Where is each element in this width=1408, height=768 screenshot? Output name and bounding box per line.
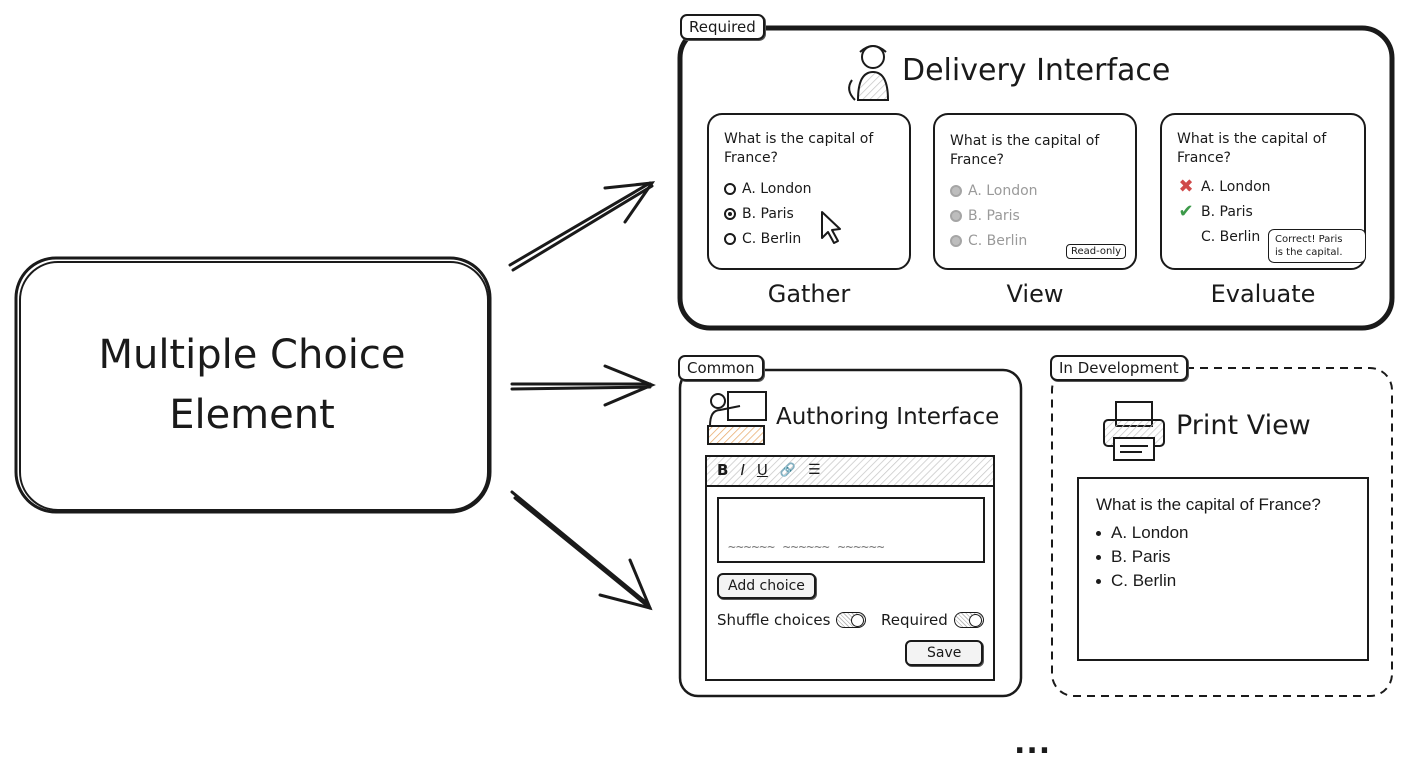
evaluate-card: What is the capital of France? ✖A. Londo…: [1177, 130, 1357, 249]
required-label: Required: [881, 611, 948, 629]
radio-disabled-icon: [950, 209, 962, 222]
arrow-to-delivery: [508, 181, 656, 272]
link-icon[interactable]: 🔗: [779, 462, 797, 478]
shuffle-label: Shuffle choices: [717, 611, 831, 629]
main-element-title: Multiple Choice Element: [32, 325, 472, 445]
required-tag: Required: [680, 14, 765, 40]
print-question: What is the capital of France?: [1096, 495, 1321, 514]
printer-icon: [1103, 401, 1165, 461]
save-button[interactable]: Save: [905, 640, 984, 666]
shuffle-toggle[interactable]: [836, 612, 867, 628]
cursor-icon: [821, 211, 841, 244]
view-option-c: C. Berlin: [950, 228, 1125, 253]
gather-question: What is the capital of France?: [724, 131, 874, 166]
required-toggle[interactable]: [953, 612, 984, 628]
main-element-box: [14, 256, 492, 514]
main-element-line1: Multiple Choice: [98, 332, 406, 378]
editor-textarea: [717, 497, 985, 563]
print-content: What is the capital of France? A. London…: [1096, 495, 1321, 593]
radio-icon[interactable]: [724, 182, 736, 195]
read-only-badge: Read-only: [1066, 244, 1127, 259]
print-box: [1051, 367, 1393, 697]
list-icon[interactable]: ☰: [808, 462, 821, 478]
more-ellipsis: ...: [1014, 726, 1052, 761]
radio-icon[interactable]: [724, 232, 736, 245]
print-option-a: A. London: [1096, 521, 1321, 545]
editor-toolbar-bg: [705, 455, 995, 487]
common-tag: Common: [678, 355, 764, 381]
arrow-to-authoring: [510, 364, 656, 407]
authoring-title: Authoring Interface: [776, 404, 1000, 430]
bullet-icon: [1096, 554, 1101, 560]
print-paper: [1077, 477, 1369, 661]
evaluate-option-b: ✔B. Paris: [1178, 201, 1253, 222]
feedback-bubble: Correct! Paris is the capital.: [1268, 229, 1366, 263]
add-choice-button[interactable]: Add choice: [717, 573, 816, 599]
shuffle-choices-row: Shuffle choices: [717, 611, 867, 629]
arrow-to-print: [510, 490, 653, 611]
gather-caption: Gather: [767, 280, 851, 308]
delivery-box: [677, 25, 1395, 331]
print-option-b: B. Paris: [1096, 545, 1321, 569]
radio-selected-icon[interactable]: [724, 207, 736, 220]
gather-option-b[interactable]: B. Paris: [724, 201, 899, 226]
view-caption: View: [1006, 280, 1064, 308]
cross-icon: ✖: [1178, 176, 1194, 197]
in-development-tag: In Development: [1050, 355, 1188, 381]
evaluate-option-a: ✖A. London: [1178, 176, 1271, 197]
bullet-icon: [1096, 530, 1101, 536]
checkmark-icon: ✔: [1178, 201, 1194, 222]
view-option-b: B. Paris: [950, 203, 1125, 228]
view-option-a: A. London: [950, 178, 1125, 203]
teacher-icon: [707, 391, 767, 445]
delivery-title: Delivery Interface: [902, 53, 1171, 88]
view-card: What is the capital of France? A. London…: [950, 132, 1125, 253]
bullet-icon: [1096, 578, 1101, 584]
editor-placeholder[interactable]: ~~~~~~ ~~~~~~ ~~~~~~ ~~~~~~ ~~~~: [728, 540, 885, 606]
underline-button[interactable]: U: [756, 461, 768, 479]
editor-toolbar: B I U 🔗 ☰: [717, 461, 821, 479]
radio-disabled-icon: [950, 234, 962, 247]
print-view-title: Print View: [1176, 410, 1311, 441]
gather-card: What is the capital of France? A. London…: [724, 130, 899, 251]
evaluate-option-c: C. Berlin: [1201, 228, 1261, 245]
evaluate-question: What is the capital of France?: [1177, 131, 1327, 166]
view-question: What is the capital of France?: [950, 133, 1100, 168]
italic-button[interactable]: I: [740, 461, 745, 479]
print-option-c: C. Berlin: [1096, 569, 1321, 593]
main-element-line2: Element: [169, 392, 335, 438]
evaluate-caption: Evaluate: [1210, 280, 1316, 308]
gather-option-a[interactable]: A. London: [724, 176, 899, 201]
person-icon: [848, 45, 890, 101]
gather-option-c[interactable]: C. Berlin: [724, 226, 899, 251]
required-row: Required: [881, 611, 984, 629]
bold-button[interactable]: B: [717, 461, 729, 479]
authoring-box: [678, 368, 1023, 698]
radio-disabled-icon: [950, 184, 962, 197]
